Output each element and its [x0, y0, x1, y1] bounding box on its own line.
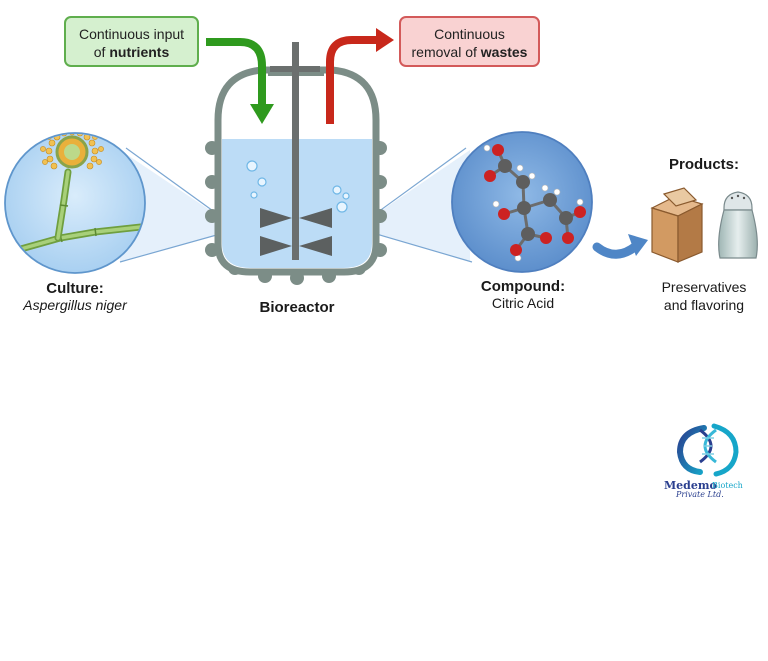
waste-removal-box: Continuous removal of wastes [399, 16, 540, 67]
compound-heading: Compound: [480, 278, 566, 295]
logo-tag: Biotech [712, 481, 743, 490]
salt-shaker-icon [718, 191, 758, 259]
waste-box-prefix: removal of [411, 44, 481, 60]
medemo-logo-icon [676, 423, 739, 477]
nutrient-box-line1: Continuous input [78, 26, 185, 42]
waste-box-line1: Continuous [434, 26, 505, 42]
impeller-blades [260, 208, 332, 256]
nutrient-arrowhead [250, 104, 274, 124]
waste-output-arrow [326, 36, 378, 124]
nutrient-box-line2: of nutrients [66, 43, 197, 61]
products-line2: and flavoring [663, 297, 745, 313]
nutrient-input-box: Continuous input of nutrients [64, 16, 199, 67]
compound-name: Citric Acid [491, 295, 555, 311]
bioreactor-label: Bioreactor [259, 299, 335, 316]
nutrient-box-keyword: nutrients [109, 44, 170, 60]
culture-organism: Aspergillus niger [23, 297, 127, 313]
culture-heading: Culture: [46, 280, 104, 297]
waste-box-line2: removal of wastes [401, 43, 538, 61]
logo-name: Medemo [664, 479, 717, 492]
products-line1: Preservatives [661, 279, 747, 295]
aspergillus-conidiophore-icon [4, 132, 146, 274]
waste-box-keyword: wastes [480, 44, 528, 60]
nutrient-box-prefix: of [93, 44, 110, 60]
culture-zoom-cone [120, 150, 238, 262]
waste-arrowhead [376, 28, 394, 52]
air-bubbles [246, 160, 350, 213]
product-arrowhead [628, 234, 648, 256]
compound-zoom-cone [356, 150, 470, 262]
nutrient-input-arrow [206, 38, 266, 106]
carton-icon [650, 187, 704, 263]
product-flow-arrow [592, 241, 641, 259]
products-heading: Products: [668, 156, 740, 173]
logo-line2: Private Ltd. [676, 490, 724, 499]
bioreactor-vessel [205, 42, 387, 285]
citric-acid-molecule-icon [451, 131, 593, 273]
stirrer-shaft [292, 42, 299, 260]
